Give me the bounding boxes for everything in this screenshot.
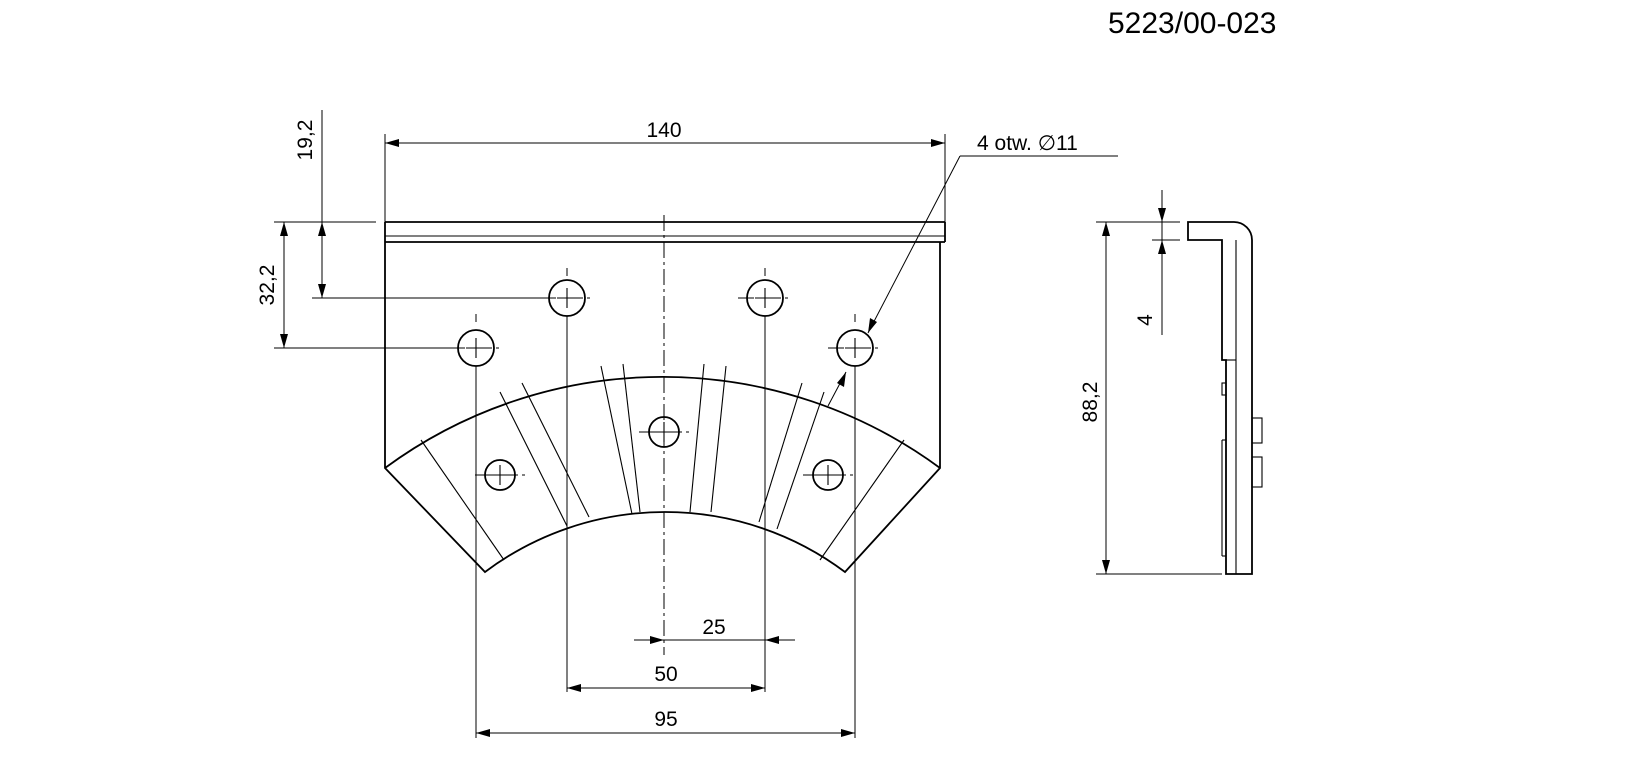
pad-segments [420,363,905,561]
dim-outer-spacing: 95 [654,708,677,731]
dimensions-front: 140 19,2 32,2 25 50 [256,110,1118,738]
dim-outer-offset: 32,2 [256,265,279,306]
dim-thickness: 4 [1134,314,1157,326]
dim-top-offset: 19,2 [294,120,317,161]
part-number: 5223/00-023 [1108,7,1277,40]
hole-crosses [466,288,865,485]
dim-height-side: 88,2 [1079,382,1102,423]
front-view [384,215,946,655]
dim-half-spacing: 25 [702,616,725,639]
plate-outline [384,222,941,574]
holes-plate [457,279,874,367]
side-view [1187,221,1263,575]
dim-overall-width: 140 [646,119,681,142]
dim-inner-spacing: 50 [654,663,677,686]
dimensions-side: 4 88,2 [1079,190,1222,575]
hole-centerlines [449,268,882,476]
note-holes: 4 otw. ∅11 [977,132,1078,155]
